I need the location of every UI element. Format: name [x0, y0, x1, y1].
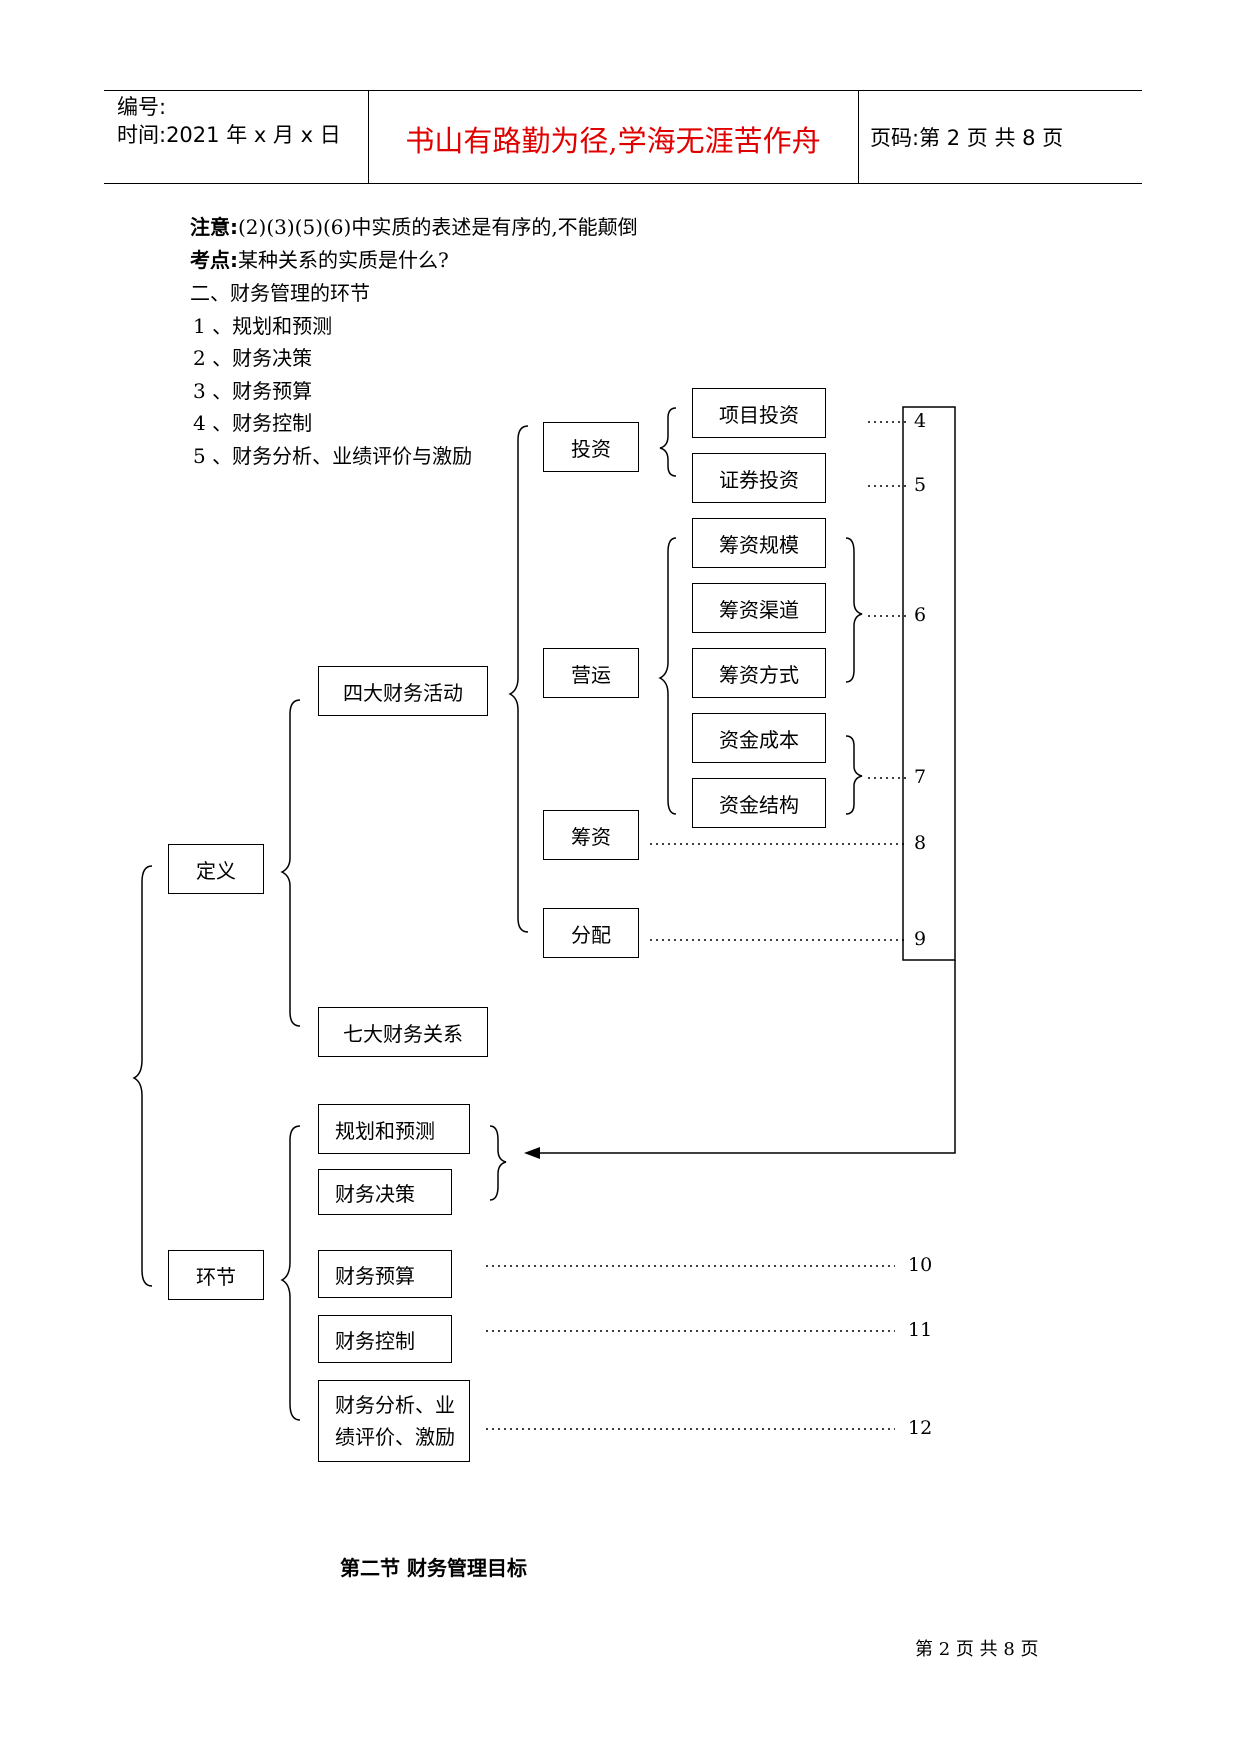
financial-analysis-line2: 绩评价、激励	[335, 1425, 455, 1449]
header-motto: 书山有路勤为径,学海无涯苦作舟	[405, 124, 821, 158]
capital-cost-node: 资金成本	[692, 713, 826, 763]
financial-budget-node: 财务预算	[318, 1250, 452, 1298]
header-number-label: 编号:	[117, 95, 167, 119]
exam-point-line: 考点:某种关系的实质是什么?	[190, 247, 449, 273]
ref-number-11: 11	[908, 1319, 933, 1341]
ref-number-4: 4	[914, 410, 927, 432]
definition-node: 定义	[168, 844, 264, 894]
operation-node: 营运	[543, 648, 639, 698]
list-item: 3 、财务预算	[193, 379, 313, 403]
header-top-rule	[104, 90, 1142, 91]
header-bottom-rule	[104, 183, 1142, 184]
capital-structure-node: 资金结构	[692, 778, 826, 828]
list-item: 5 、财务分析、业绩评价与激励	[193, 444, 473, 468]
section-title: 第二节 财务管理目标	[340, 1556, 527, 1580]
ref-number-6: 6	[914, 604, 927, 626]
financial-control-node: 财务控制	[318, 1315, 452, 1363]
ref-number-10: 10	[908, 1254, 933, 1276]
header-page-label: 页码:第 2 页 共 8 页	[870, 126, 1064, 150]
planning-forecast-node: 规划和预测	[318, 1104, 470, 1154]
list-item: 4 、财务控制	[193, 411, 313, 435]
ref-number-9: 9	[914, 928, 927, 950]
financial-decision-node: 财务决策	[318, 1169, 452, 1215]
note-line: 注意:(2)(3)(5)(6)中实质的表述是有序的,不能颠倒	[190, 214, 638, 240]
list-item: 1 、规划和预测	[193, 314, 333, 338]
exam-point-label: 考点:	[190, 248, 238, 272]
four-activities-node: 四大财务活动	[318, 666, 488, 716]
header-divider-left	[368, 90, 369, 183]
financial-analysis-node: 财务分析、业 绩评价、激励	[318, 1380, 470, 1462]
ref-number-8: 8	[914, 832, 927, 854]
financing-scale-node: 筹资规模	[692, 518, 826, 568]
seven-relations-node: 七大财务关系	[318, 1007, 488, 1057]
project-investment-node: 项目投资	[692, 388, 826, 438]
note-text: (2)(3)(5)(6)中实质的表述是有序的,不能颠倒	[238, 215, 638, 239]
header-time-label: 时间:2021 年 x 月 x 日	[117, 123, 341, 147]
ref-number-5: 5	[914, 474, 927, 496]
ref-number-7: 7	[914, 766, 927, 788]
section-heading: 二、财务管理的环节	[190, 281, 370, 305]
note-label: 注意:	[190, 215, 238, 239]
financial-analysis-line1: 财务分析、业	[335, 1393, 455, 1417]
securities-investment-node: 证券投资	[692, 453, 826, 503]
ref-number-12: 12	[908, 1417, 933, 1439]
page-footer: 第 2 页 共 8 页	[915, 1639, 1039, 1660]
exam-point-text: 某种关系的实质是什么?	[238, 248, 449, 272]
header-divider-right	[858, 90, 859, 183]
investment-node: 投资	[543, 422, 639, 472]
distribution-node: 分配	[543, 908, 639, 958]
links-node: 环节	[168, 1250, 264, 1300]
list-item: 2 、财务决策	[193, 346, 313, 370]
financing-node: 筹资	[543, 810, 639, 860]
financing-method-node: 筹资方式	[692, 648, 826, 698]
financing-channel-node: 筹资渠道	[692, 583, 826, 633]
